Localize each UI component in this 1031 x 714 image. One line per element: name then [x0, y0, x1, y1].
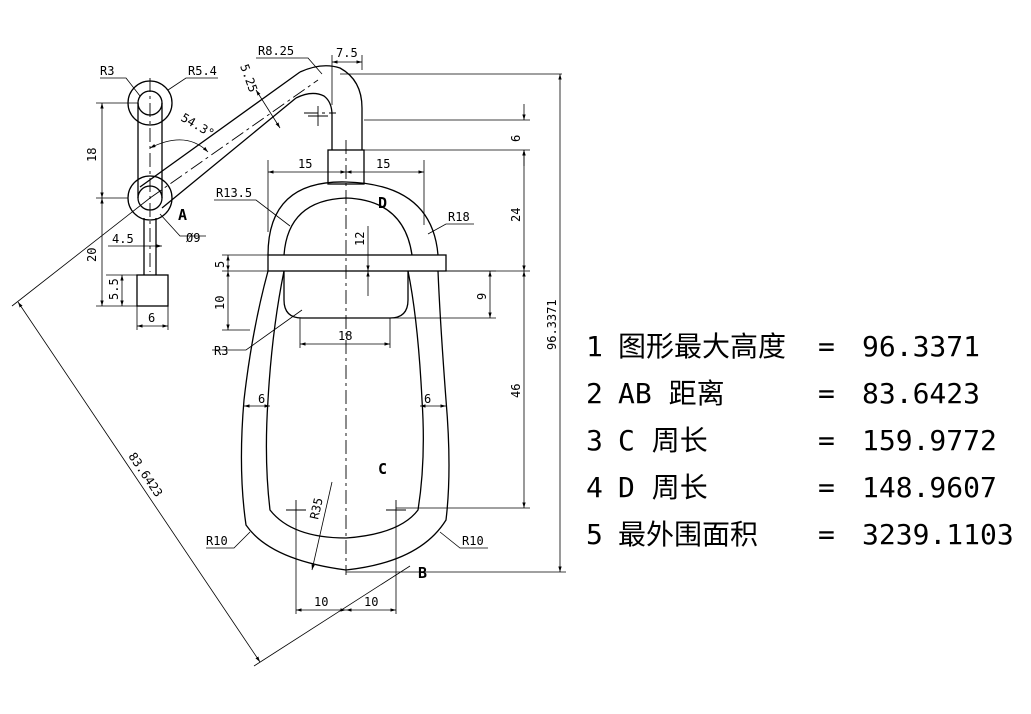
dim-6-right-wall-text: 6 — [424, 392, 431, 406]
dim-r18-text: R18 — [448, 210, 470, 224]
dim-15-left-text: 15 — [298, 157, 312, 171]
dim-12-text: 12 — [353, 232, 367, 246]
dim-6-left-wall-text: 6 — [258, 392, 265, 406]
dim-r13-5-text: R13.5 — [216, 186, 252, 200]
dim-r8-25-text: R8.25 — [258, 44, 294, 58]
dim-5-mid-text: 5 — [213, 261, 227, 268]
dim-r3-top-leader — [100, 77, 141, 97]
dim-r18-leader — [427, 223, 474, 235]
centerline-angled-arm — [149, 79, 319, 199]
dim-ab-ext-a — [11, 197, 151, 307]
result-name: 图形最大高度 — [618, 330, 786, 363]
result-row: 4 D 周长 = 148.9607 — [586, 471, 997, 504]
result-index: 3 — [586, 424, 603, 457]
dim-15-right-text: 15 — [376, 157, 390, 171]
dim-r5-4-leader — [167, 77, 218, 91]
label-point-a: A — [178, 206, 187, 224]
result-equals: = — [818, 330, 835, 363]
label-region-d: D — [378, 194, 387, 212]
dim-9-text: 9 — [475, 293, 489, 300]
dim-r13-5-leader — [214, 199, 291, 227]
result-value: 3239.1103 — [862, 518, 1014, 551]
dim-r8-25-leader — [256, 57, 323, 75]
top-hook-outer-bend — [299, 65, 363, 150]
dim-54-3-text: 54.3° — [179, 110, 217, 140]
outer-shell — [240, 270, 450, 571]
result-index: 5 — [586, 518, 603, 551]
dim-r5-4-text: R5.4 — [188, 64, 217, 78]
result-name: D 周长 — [618, 471, 708, 504]
dim-10-bottom-right-text: 10 — [364, 595, 378, 609]
dim-54-3-arc — [149, 139, 209, 153]
dim-r35-text: R35 — [307, 496, 326, 520]
result-equals: = — [818, 424, 835, 457]
dim-r3-mid-text: R3 — [214, 344, 228, 358]
label-point-b: B — [418, 564, 427, 582]
result-name: 最外围面积 — [618, 518, 758, 551]
stem-foot — [136, 274, 169, 307]
crossbar — [267, 254, 447, 272]
angled-arm-upper-edge — [139, 71, 301, 188]
result-name: C 周长 — [618, 424, 708, 457]
dim-r10-right-leader — [439, 531, 488, 549]
dim-10-bottom-left-text: 10 — [314, 595, 328, 609]
dim-r35-line — [311, 481, 333, 571]
result-value: 83.6423 — [862, 377, 980, 410]
dim-5-25-text: 5.25 — [237, 62, 260, 94]
dim-5-5-text: 5.5 — [107, 278, 121, 300]
result-name: AB 距离 — [618, 377, 725, 410]
dim-83-6423-line — [17, 301, 261, 663]
dim-24-text: 24 — [509, 208, 523, 222]
result-row: 2 AB 距离 = 83.6423 — [586, 377, 980, 410]
dim-ab-ext-b — [253, 565, 411, 667]
result-row: 1 图形最大高度 = 96.3371 — [586, 330, 980, 363]
dim-r10-right-text: R10 — [462, 534, 484, 548]
result-value: 148.9607 — [862, 471, 997, 504]
label-region-c: C — [378, 460, 387, 478]
dim-r3-top-text: R3 — [100, 64, 114, 78]
results-list: 1 图形最大高度 = 96.3371 2 AB 距离 = 83.6423 3 C… — [586, 330, 1014, 551]
dim-20-left-text: 20 — [85, 248, 99, 262]
result-equals: = — [818, 377, 835, 410]
dim-phi9-text: Ø9 — [186, 231, 200, 245]
result-equals: = — [818, 518, 835, 551]
result-row: 3 C 周长 = 159.9772 — [586, 424, 997, 457]
dim-r10-left-text: R10 — [206, 534, 228, 548]
result-value: 96.3371 — [862, 330, 980, 363]
result-index: 2 — [586, 377, 603, 410]
dim-7-5-text: 7.5 — [336, 46, 358, 60]
dim-46-text: 46 — [509, 384, 523, 398]
result-index: 4 — [586, 471, 603, 504]
dim-5-25-line — [255, 89, 281, 129]
dim-phi9-leader — [159, 213, 206, 237]
arch-outer-r18 — [267, 181, 439, 256]
inner-cut-c — [265, 270, 424, 539]
result-value: 159.9772 — [862, 424, 997, 457]
result-index: 1 — [586, 330, 603, 363]
dim-18-mid-text: 18 — [338, 329, 352, 343]
dim-18-left-text: 18 — [85, 148, 99, 162]
dim-4-5-text: 4.5 — [112, 232, 134, 246]
dim-10-mid-text: 10 — [213, 296, 227, 310]
result-row: 5 最外围面积 = 3239.1103 — [586, 518, 1014, 551]
dim-6-right-top-text: 6 — [509, 135, 523, 142]
dim-6-bottom-text: 6 — [148, 311, 155, 325]
result-equals: = — [818, 471, 835, 504]
top-hook-inner-bend — [295, 92, 333, 150]
arch-inner-r13-5 — [283, 197, 413, 256]
dim-96-3371-text: 96.3371 — [545, 299, 559, 350]
